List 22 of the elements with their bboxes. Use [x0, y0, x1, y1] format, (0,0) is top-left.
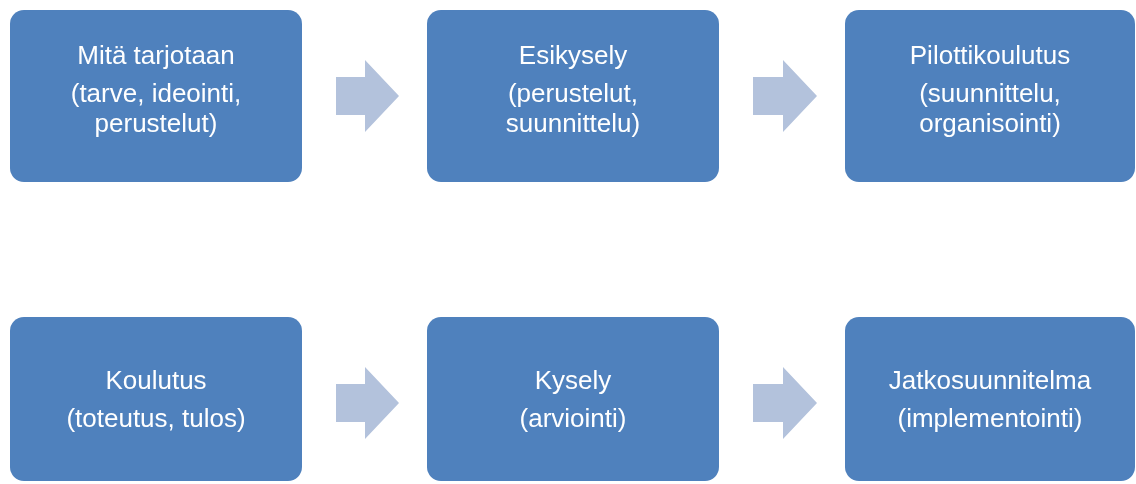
block-arrow [336, 367, 399, 439]
process-box [10, 10, 302, 182]
step-title: Jatkosuunnitelma [888, 365, 1092, 395]
step-description: (suunnittelu, organisointi) [918, 78, 1062, 138]
step-title: Esikysely [518, 40, 628, 70]
block-arrow [336, 60, 399, 132]
process-box [845, 10, 1135, 182]
process-box [10, 317, 302, 481]
step-title: Koulutus [105, 365, 207, 395]
step-title: Pilottikoulutus [909, 40, 1071, 70]
step-description: (tarve, ideointi, perustelut) [69, 78, 243, 138]
process-box [427, 10, 719, 182]
step-description: (perustelut, suunnittelu) [504, 78, 642, 138]
step-title: Mitä tarjotaan [77, 40, 235, 70]
block-arrow [753, 367, 817, 439]
step-description: (toteutus, tulos) [66, 403, 246, 433]
step-title: Kysely [534, 365, 612, 395]
step-description: (arviointi) [519, 403, 627, 433]
process-box [427, 317, 719, 481]
block-arrow [753, 60, 817, 132]
process-box [845, 317, 1135, 481]
step-description: (implementointi) [897, 403, 1083, 433]
